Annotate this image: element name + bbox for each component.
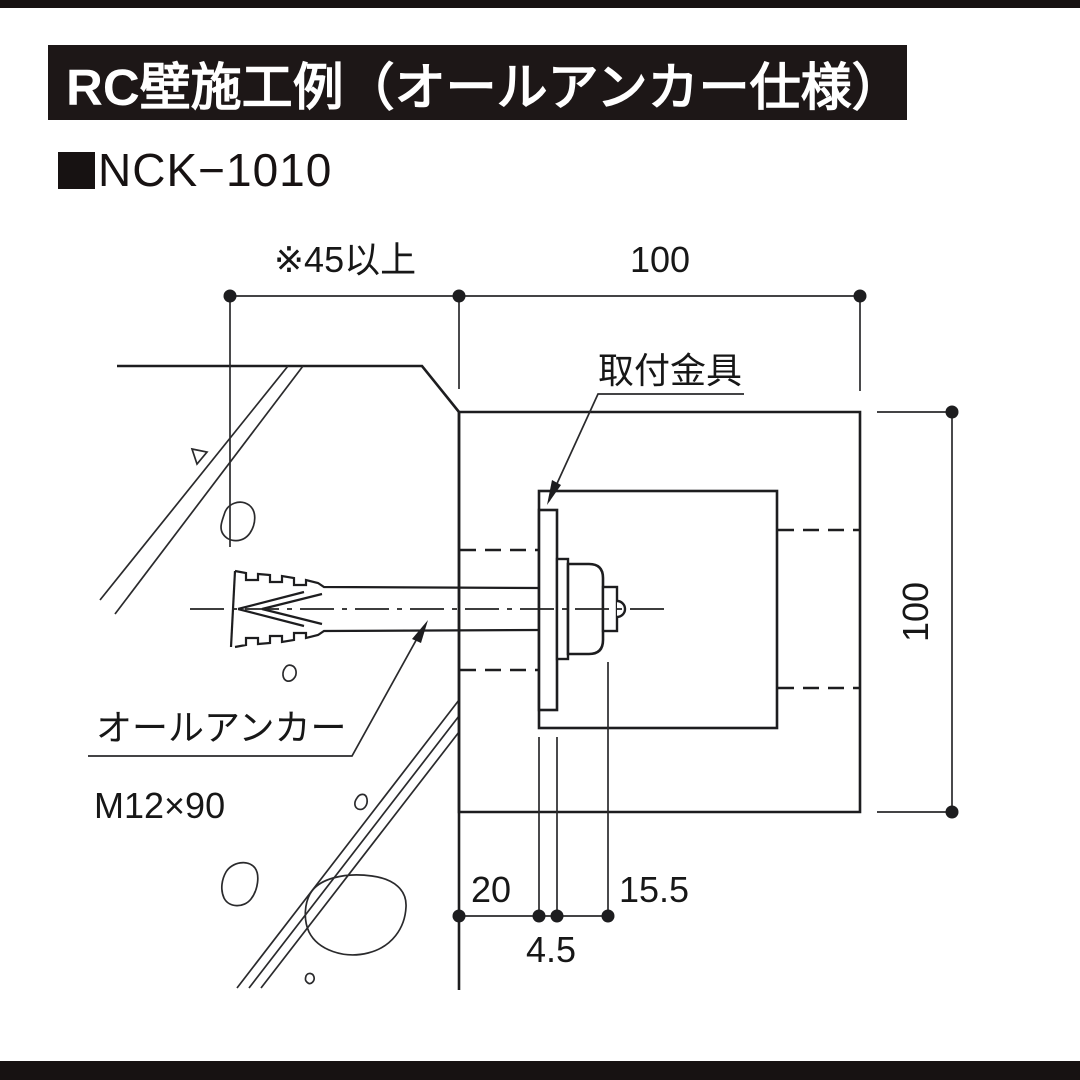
bracket-label: 取付金具 [598,350,742,391]
model-bullet-square [58,151,95,189]
dim-dot [532,909,546,923]
dim-dot [223,289,237,303]
mounting-bracket [190,489,779,730]
leader-line-bracket [548,393,744,502]
dim-label-100-top: 100 [630,239,690,280]
wall-diagonal-upper-2 [99,365,289,601]
bracket-flange-plate [537,508,559,712]
wall-top-edge [117,364,461,413]
leader-anchor: オールアンカー M12×90 [88,620,428,826]
dim-label-20: 20 [471,869,511,910]
leader-bracket: 取付金具 [547,350,744,505]
aggregate-pebble-5 [304,874,407,956]
wall-diagonal-lower-3 [260,731,460,989]
leader-line-anchor [88,625,425,757]
leader-arrowhead-anchor [412,620,428,643]
anchor-name-label: オールアンカー [96,707,347,748]
anchor-sleeve-top [234,569,540,590]
wall-diagonal-lower-1 [236,699,460,989]
dim-label-15-5: 15.5 [619,869,689,910]
aggregate-pebble-6 [304,972,315,985]
title-bar: RC壁施工例（オールアンカー仕様） [48,45,907,120]
dim-dot [452,289,466,303]
post-profile [457,410,862,814]
bottom-edge-strip [0,1061,1080,1080]
aggregate-pebble-1 [220,501,256,542]
dimension-right: 100 [877,405,959,819]
dimension-bottom: 20 4.5 15.5 [452,662,689,970]
top-edge-strip [0,0,1080,8]
wall-section [99,364,461,990]
anchor-sleeve-bottom [234,628,540,649]
dim-dot [945,405,959,419]
model-number: NCK−1010 [98,144,333,196]
dim-dot [452,909,466,923]
wall-diagonal-upper-1 [114,365,304,615]
model-row: NCK−1010 [58,143,332,197]
leader-arrowhead-bracket [547,480,561,505]
dim-label-100-right: 100 [895,582,936,642]
dim-dot [853,289,867,303]
dim-dot [945,805,959,819]
dimension-top: ※45以上 100 [223,239,867,547]
anchor-wedge [237,590,323,628]
post-outer-square [457,410,862,814]
page-title: RC壁施工例（オールアンカー仕様） [66,58,903,116]
dim-dot [601,909,615,923]
aggregate-pebble-2 [282,664,297,682]
aggregate-tick [190,447,209,466]
aggregate-pebble-3 [354,793,368,811]
dim-dot [550,909,564,923]
wall-diagonal-lower-2 [248,715,460,989]
dim-label-4-5: 4.5 [526,929,576,970]
dim-label-45min: ※45以上 [274,239,416,280]
aggregate-pebble-4 [220,861,259,907]
anchor-size-label: M12×90 [94,785,225,826]
